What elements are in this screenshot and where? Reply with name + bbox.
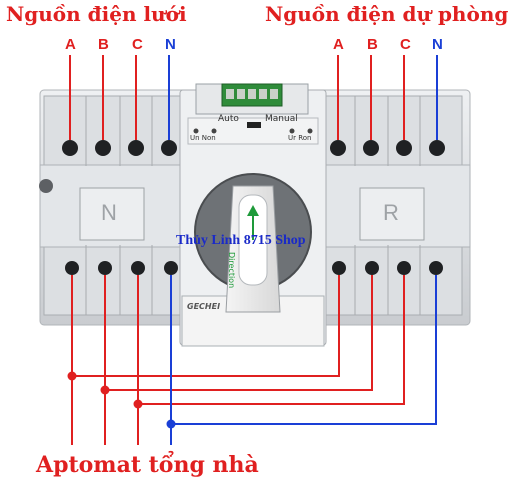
output-wires	[71, 275, 437, 445]
phase-label-left-c: C	[132, 36, 143, 53]
module-r	[359, 187, 425, 241]
led-un-label: Un Non	[190, 134, 216, 142]
module-n	[79, 187, 145, 241]
phase-label-right-b: B	[367, 36, 378, 53]
mode-manual-label: Manual	[265, 114, 298, 124]
input-wires	[69, 55, 438, 140]
phase-label-right-c: C	[400, 36, 411, 53]
mode-auto-label: Auto	[218, 114, 239, 124]
output-terminals	[65, 261, 443, 275]
phase-label-left-a: A	[65, 36, 76, 53]
backup-power-title: Nguồn điện dự phòng	[265, 2, 509, 26]
wire-junctions	[67, 371, 176, 429]
led-ur-label: Ur Ron	[288, 134, 312, 142]
phase-label-right-n: N	[432, 36, 443, 53]
brand-label: GECHEI	[187, 302, 221, 311]
module-n-label: N	[101, 200, 117, 225]
input-terminals	[62, 140, 445, 156]
module-r-label: R	[383, 200, 399, 225]
shop-watermark: Thủy Linh 8715 Shop	[176, 233, 306, 248]
utility-power-title: Nguồn điện lưới	[6, 2, 187, 26]
handle-direction-label: Direction	[227, 252, 236, 289]
transfer-knob[interactable]	[194, 173, 312, 313]
main-breaker-title: Aptomat tổng nhà	[36, 452, 259, 478]
ground-screw	[39, 179, 53, 193]
phase-label-left-b: B	[98, 36, 109, 53]
phase-label-left-n: N	[165, 36, 176, 53]
phase-label-right-a: A	[333, 36, 344, 53]
